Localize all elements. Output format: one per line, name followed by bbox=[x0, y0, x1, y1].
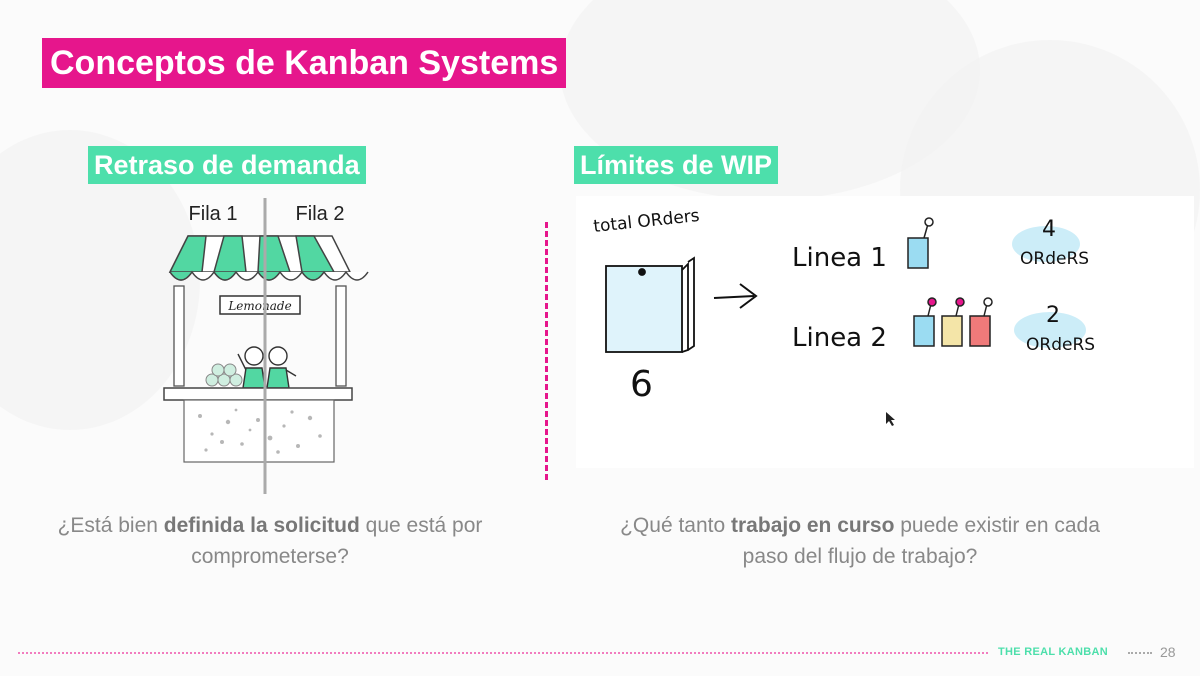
kid-right bbox=[266, 346, 297, 389]
lemons bbox=[205, 363, 243, 387]
line-1-unit: ORdeRS bbox=[1020, 249, 1089, 269]
mouse-cursor-icon bbox=[886, 412, 895, 426]
total-orders-label: total ORders bbox=[592, 206, 700, 237]
left-question: ¿Está bien definida la solicitud que est… bbox=[57, 514, 483, 568]
footer-brand: THE REAL KANBAN bbox=[998, 646, 1109, 658]
line-2-highlight bbox=[1014, 312, 1086, 348]
wip-limits-illustration: total ORders 6 Linea 1 4 ORdeRS Linea 2 … bbox=[592, 206, 1095, 426]
page-number: 28 bbox=[1160, 644, 1176, 660]
line-1-count: 4 bbox=[1042, 217, 1056, 242]
line-1-cup-icon bbox=[907, 217, 934, 269]
orders-stack-icon bbox=[605, 256, 695, 353]
lemonade-sign-text: Lemonade bbox=[227, 299, 291, 313]
footer-dotted-line bbox=[18, 652, 988, 654]
counter-top bbox=[163, 387, 353, 401]
right-section-heading: Límites de WIP bbox=[574, 146, 779, 184]
arrow-icon bbox=[713, 283, 758, 309]
counter-texture bbox=[198, 408, 322, 454]
slide-title: Conceptos de Kanban Systems bbox=[42, 38, 567, 88]
total-orders-count: 6 bbox=[630, 364, 653, 405]
line-1-highlight bbox=[1012, 226, 1080, 262]
lemonade-stand-illustration: Fila 1 Fila 2 Lemonade bbox=[163, 198, 369, 494]
right-question: ¿Qué tanto trabajo en curso puede existi… bbox=[620, 514, 1100, 568]
queue-2-label: Fila 2 bbox=[296, 203, 345, 225]
footer-dotted-line-short bbox=[1128, 652, 1152, 654]
section-divider bbox=[545, 222, 548, 480]
kid-left bbox=[237, 346, 266, 389]
line-2-count: 2 bbox=[1046, 303, 1060, 328]
counter-body bbox=[183, 399, 335, 463]
line-2-unit: ORdeRS bbox=[1026, 335, 1095, 355]
queue-1-label: Fila 1 bbox=[189, 203, 238, 225]
line-2-cups-icon bbox=[913, 297, 993, 347]
lemonade-sign bbox=[219, 295, 301, 315]
awning bbox=[168, 235, 369, 281]
left-section-heading: Retraso de demanda bbox=[88, 146, 366, 184]
line-2-label: Linea 2 bbox=[792, 323, 887, 353]
line-1-label: Linea 1 bbox=[792, 243, 887, 273]
